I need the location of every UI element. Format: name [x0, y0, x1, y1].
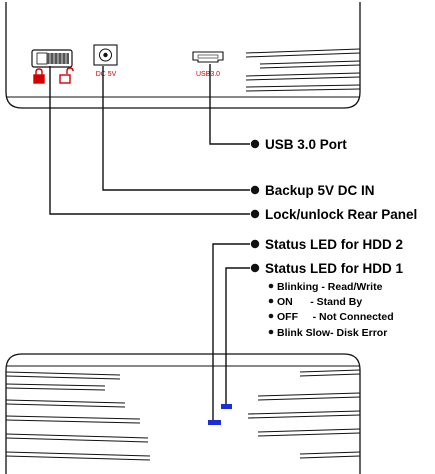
svg-text:Blink Slow- Disk Error: Blink Slow- Disk Error: [277, 327, 387, 339]
leader-dots: [250, 139, 260, 273]
front-panel: [5, 353, 361, 474]
callout-usb-port: USB 3.0 Port: [265, 137, 347, 152]
callout-hdd1-led: Status LED for HDD 1: [265, 261, 404, 276]
hdd1-leader-line: [225, 267, 250, 404]
front-panel-fins-right: [247, 369, 361, 459]
usb-port-label: USB3.0: [196, 71, 220, 78]
lock-leader-line: [49, 66, 250, 215]
hdd1-leader-dot: [250, 263, 260, 273]
leader-lines: [49, 64, 250, 215]
dc-leader-dot: [250, 185, 260, 195]
callout-dc-in: Backup 5V DC IN: [265, 183, 375, 198]
padlock-open-icon: [59, 67, 74, 84]
usb-leader-line: [209, 64, 250, 145]
padlock-closed-icon: [33, 68, 45, 84]
lock-slider-switch[interactable]: [31, 49, 73, 68]
front-panel-fins-left: [5, 371, 151, 461]
led-status-item: ON - Stand By: [268, 296, 362, 308]
callout-hdd2-led: Status LED for HDD 2: [265, 237, 403, 252]
svg-text:ON - Stand By: ON - Stand By: [277, 296, 362, 308]
callout-lock-panel: Lock/unlock Rear Panel: [265, 207, 417, 222]
svg-text:OFF - Not Connected: OFF - Not Connected: [277, 311, 394, 323]
hdd2-status-led: [208, 420, 221, 425]
hdd2-leader-dot: [250, 239, 260, 249]
usb-leader-dot: [250, 139, 260, 149]
hdd2-leader-line: [212, 243, 250, 420]
led-status-item: Blink Slow- Disk Error: [268, 327, 387, 339]
svg-text:Blinking - Read/Write: Blinking - Read/Write: [277, 281, 383, 293]
dc-jack[interactable]: [93, 44, 118, 66]
dc-jack-label: DC 5V: [96, 71, 117, 78]
led-leader-lines: [212, 243, 250, 420]
hdd1-status-led: [221, 404, 232, 409]
dc-leader-line: [102, 66, 250, 191]
led-status-item: OFF - Not Connected: [268, 311, 394, 323]
led-status-list: Blinking - Read/Write ON - Stand By OFF …: [268, 281, 394, 339]
lock-leader-dot: [250, 209, 260, 219]
rear-panel-fins: [245, 48, 361, 92]
usb-port[interactable]: [192, 51, 224, 63]
rear-panel: DC 5V USB3.0: [5, 2, 361, 109]
led-status-item: Blinking - Read/Write: [268, 281, 383, 293]
